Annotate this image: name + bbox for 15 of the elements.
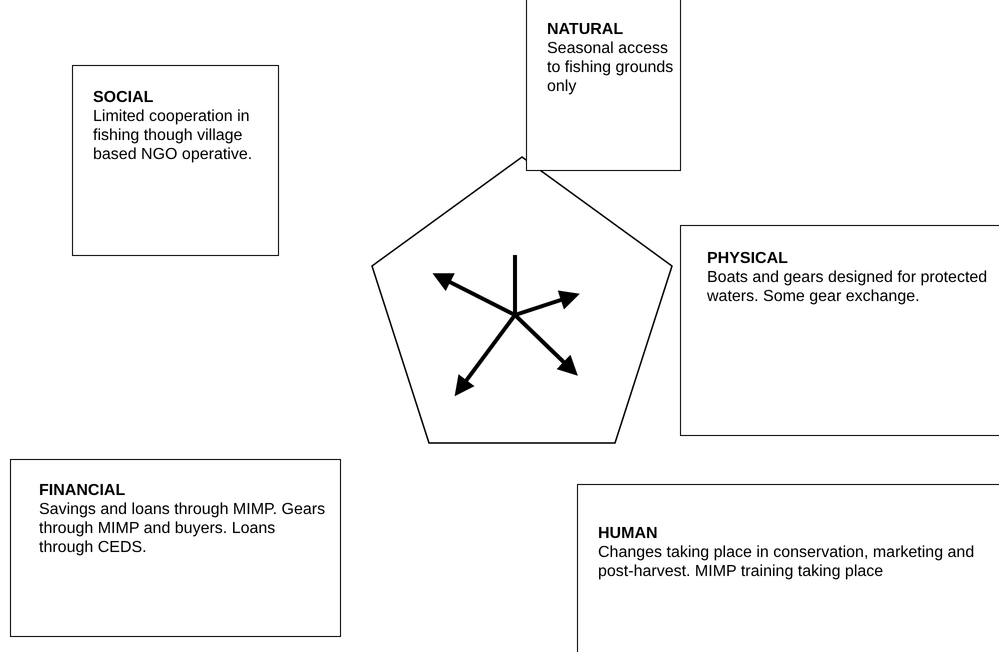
box-heading: FINANCIAL (39, 481, 126, 500)
box-heading: NATURAL (547, 20, 624, 39)
box-description: Savings and loans through MIMP. Gears through MIMP and buyers. Loans through CEDS. (39, 500, 326, 557)
text-box (680, 225, 999, 436)
box-description: Limited cooperation in fishing though village based NGO operative. (93, 107, 254, 164)
text-box (577, 484, 999, 652)
box-heading: PHYSICAL (707, 249, 789, 268)
box-heading: HUMAN (598, 524, 659, 543)
box-heading: SOCIAL (93, 88, 154, 107)
box-description: Seasonal access to fishing grounds only (547, 39, 674, 96)
box-description: Boats and gears designed for protected waters. Some gear exchange. (707, 268, 988, 306)
text-box (526, 0, 681, 171)
text-box (10, 459, 341, 637)
text-box (72, 65, 279, 256)
box-description: Changes taking place in conservation, marketing and post-harvest. MIMP training taking place (598, 543, 976, 581)
